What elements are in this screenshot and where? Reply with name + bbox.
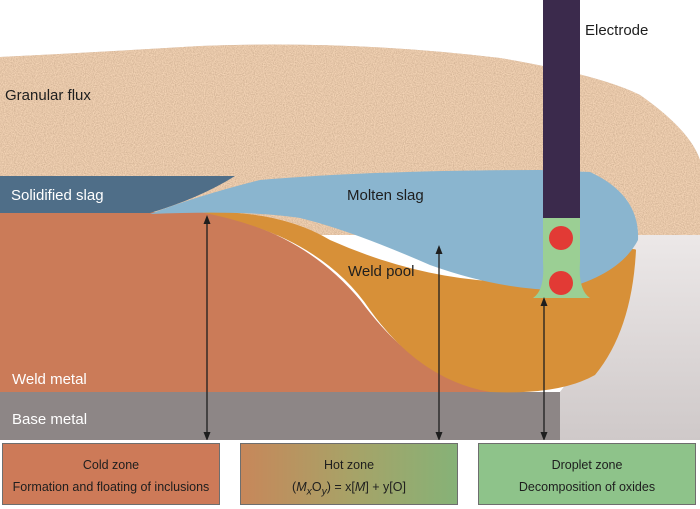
cold-zone-title: Cold zone <box>82 458 140 472</box>
droplet-zone-title: Droplet zone <box>551 458 623 472</box>
hot-zone-arrowhead-top <box>435 245 443 254</box>
cold-zone-desc: Formation and floating of inclusions <box>12 480 210 494</box>
molten-slag-label: Molten slag <box>347 187 424 204</box>
hot-zone-equation: (MxOy) = x[M] + y[O] <box>292 480 406 498</box>
weld-metal-fill <box>0 212 500 392</box>
droplet-lower <box>549 271 573 295</box>
weld-pool-layer <box>200 211 636 393</box>
solidified-slag-label: Solidified slag <box>11 187 104 204</box>
electrode-label: Electrode <box>585 22 648 39</box>
weld-metal-label: Weld metal <box>12 371 87 388</box>
droplet-zone-arrowhead-top <box>540 297 548 306</box>
cold-zone-arrowhead-top <box>203 215 211 224</box>
weld-pool-label: Weld pool <box>348 263 414 280</box>
electrode <box>543 0 580 218</box>
hot-zone-arrowhead-bottom <box>435 432 443 440</box>
diagram-canvas: Electrode Granular flux Solidified slag … <box>0 0 700 440</box>
hot-zone-box: Hot zone (MxOy) = x[M] + y[O] <box>240 443 458 505</box>
arc-column <box>533 216 590 298</box>
background-sky <box>0 0 700 160</box>
cold-zone-box: Cold zone Formation and floating of incl… <box>2 443 220 505</box>
droplet-upper <box>549 226 573 250</box>
droplet-zone-arrowhead-bottom <box>540 432 548 440</box>
granular-flux-label: Granular flux <box>5 87 91 104</box>
molten-slag-layer <box>150 170 639 290</box>
droplet-zone-box: Droplet zone Decomposition of oxides <box>478 443 696 505</box>
base-metal-label: Base metal <box>12 411 87 428</box>
cold-zone-arrowhead-bottom <box>203 432 211 440</box>
hot-zone-title: Hot zone <box>323 458 375 472</box>
solidified-slag-layer <box>0 176 235 213</box>
base-metal-cut-face <box>560 236 700 440</box>
droplet-zone-desc: Decomposition of oxides <box>518 480 656 494</box>
